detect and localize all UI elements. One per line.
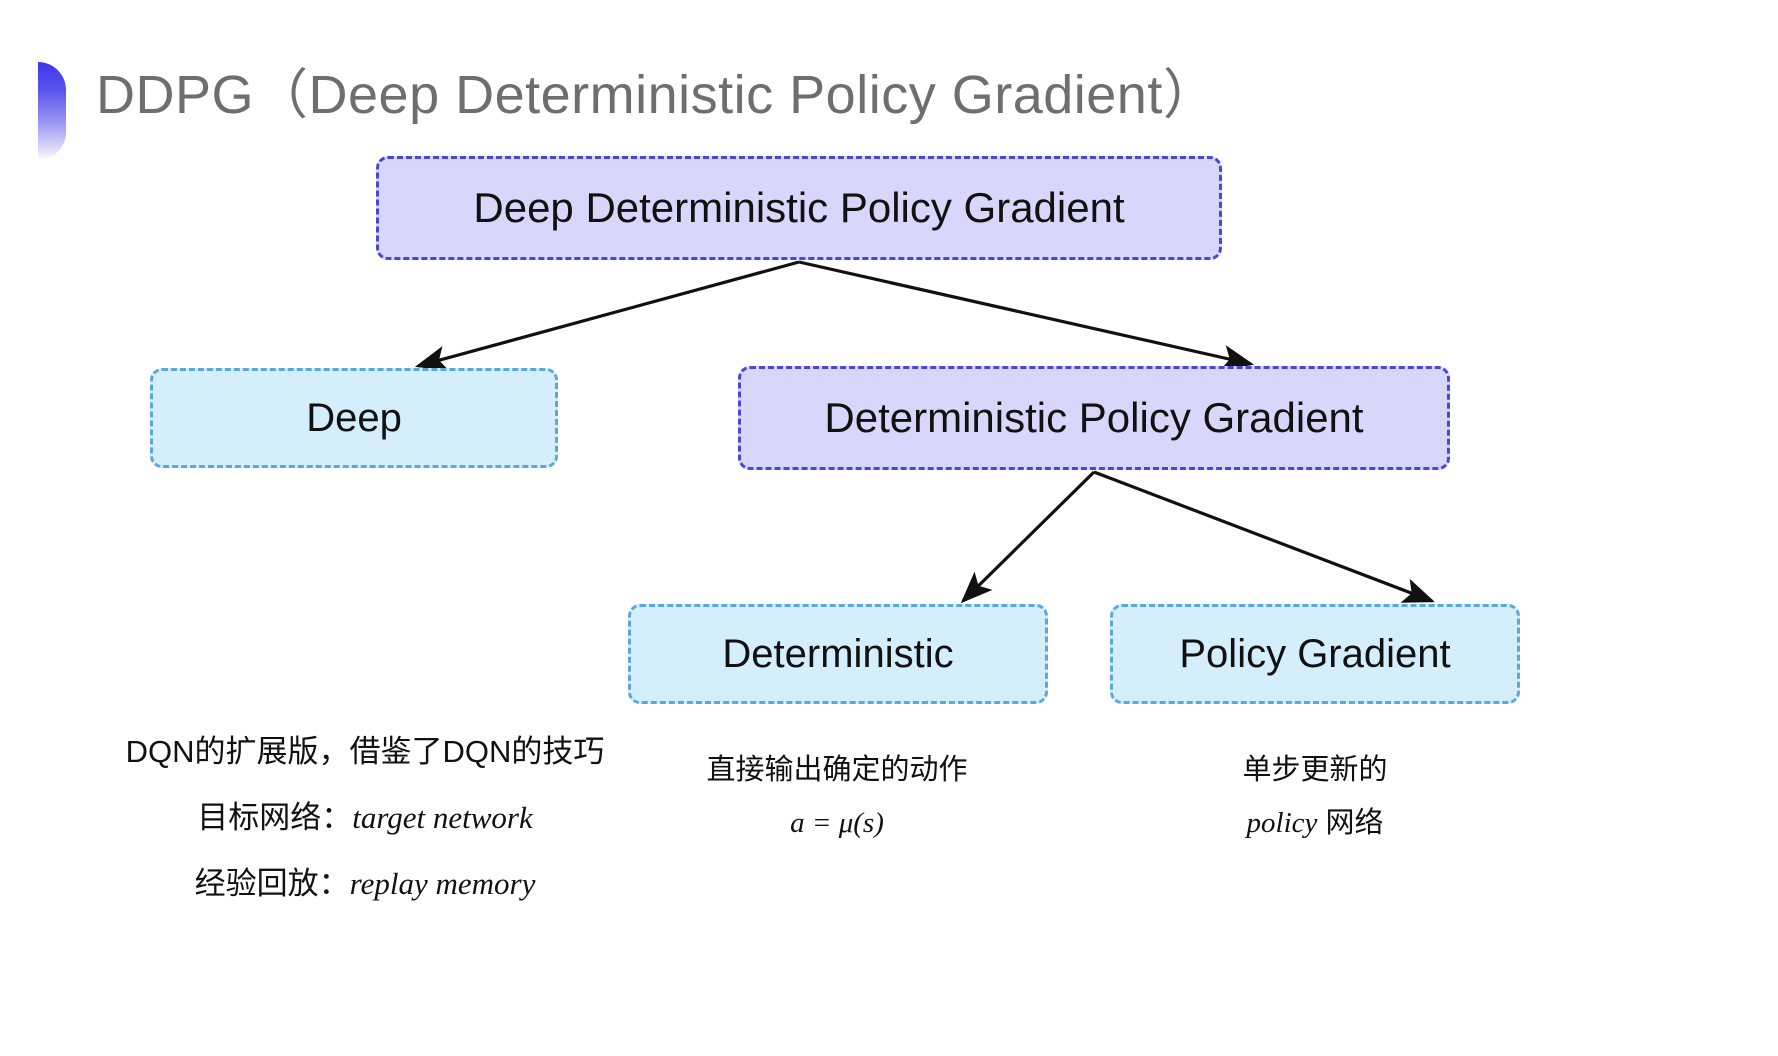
node-deterministic-policy-gradient[interactable]: Deterministic Policy Gradient: [738, 366, 1450, 470]
caption-deep-line3-label: 经验回放：: [194, 866, 350, 902]
caption-deep-line2-term: target network: [352, 800, 533, 836]
title-bullet-decoration: [38, 62, 66, 160]
edge-dpg-to-policy-gradient: [1093, 470, 1435, 603]
node-policy-gradient[interactable]: Policy Gradient: [1110, 604, 1520, 704]
edge-dpg-to-deterministic: [960, 470, 1096, 604]
edge-root-to-deep: [414, 260, 800, 371]
node-deep[interactable]: Deep: [150, 368, 558, 468]
page-title: DDPG（Deep Deterministic Policy Gradient）: [96, 65, 1218, 125]
node-deterministic[interactable]: Deterministic: [628, 604, 1048, 704]
caption-deterministic-line1: 直接输出确定的动作: [706, 754, 968, 786]
caption-deep-line1: DQN的扩展版，借鉴了DQN的技巧: [125, 734, 605, 769]
caption-deterministic-formula: a = μ(s): [790, 806, 884, 839]
caption-policy-gradient: 单步更新的 policy 网络: [1160, 748, 1470, 846]
node-deep-deterministic-policy-gradient[interactable]: Deep Deterministic Policy Gradient: [376, 156, 1222, 260]
caption-policy-gradient-line2: policy 网络: [1160, 801, 1470, 846]
caption-policy-gradient-suffix: 网络: [1317, 806, 1384, 839]
caption-deep-line3: 经验回放：replay memory: [110, 860, 620, 908]
caption-deep-line2-label: 目标网络：: [197, 800, 353, 836]
caption-policy-gradient-line1: 单步更新的: [1242, 754, 1388, 786]
caption-deep: DQN的扩展版，借鉴了DQN的技巧 目标网络：target network 经验…: [110, 728, 620, 908]
edge-root-to-dpg: [798, 260, 1255, 371]
caption-deep-line3-term: replay memory: [349, 866, 536, 902]
caption-deterministic: 直接输出确定的动作 a = μ(s): [672, 748, 1002, 846]
caption-policy-gradient-term: policy: [1246, 806, 1318, 839]
caption-deep-line2: 目标网络：target network: [110, 794, 620, 842]
